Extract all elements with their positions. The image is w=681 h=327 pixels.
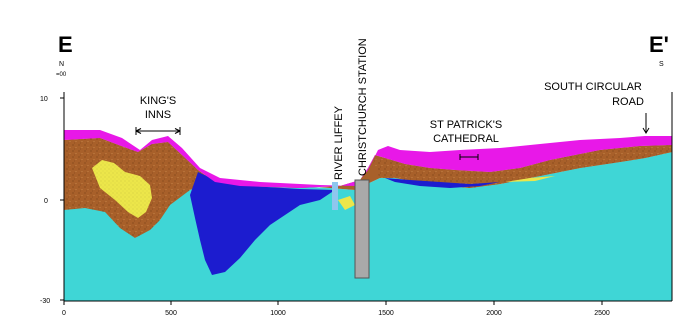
y-tick-label-minus30: -30 [40,298,50,305]
x-ticks [63,301,603,305]
christchurch-station-shaft [354,179,370,279]
x-tick-label-2000: 2000 [486,310,502,317]
section-end-direction: S [659,61,664,68]
infill-right-lens [385,178,500,188]
x-tick-label-2500: 2500 [594,310,610,317]
y-tick-label-0: 0 [44,198,48,205]
x-tick-label-0: 0 [62,310,66,317]
river-liffey-label: RIVER LIFFEY [333,105,345,180]
x-tick-label-1000: 1000 [270,310,286,317]
section-start-direction: N [59,61,64,68]
section-start-sub: =00 [56,72,67,78]
gravel-speckle [92,160,152,218]
x-tick-label-500: 500 [165,310,177,317]
till-right-speckle [372,145,672,188]
kings-inns-extent-arrow [135,127,181,135]
river-liffey [332,182,338,210]
south-circular-label-line2: ROAD [612,96,644,108]
section-end-label: E' [649,32,669,57]
made-ground-layer [64,130,672,188]
st-patricks-label-line1: ST PATRICK'S [430,119,502,131]
st-patricks-label-line2: CATHEDRAL [433,133,499,145]
infill-channel [190,172,335,275]
south-circular-pointer [642,113,650,134]
st-patricks-extent-arrow [459,154,479,160]
kings-inns-label-line1: KING'S [140,95,176,107]
gravel-right-lens [505,176,555,182]
kings-inns-label-line2: INNS [145,109,171,121]
section-start-label: E [58,32,73,57]
christchurch-station-label: CHRISTCHURCH STATION [357,38,369,176]
south-circular-label-line1: SOUTH CIRCULAR [544,81,642,93]
y-tick-label-10: 10 [40,96,48,103]
gravel-small-lens [338,196,355,210]
x-tick-label-1500: 1500 [378,310,394,317]
